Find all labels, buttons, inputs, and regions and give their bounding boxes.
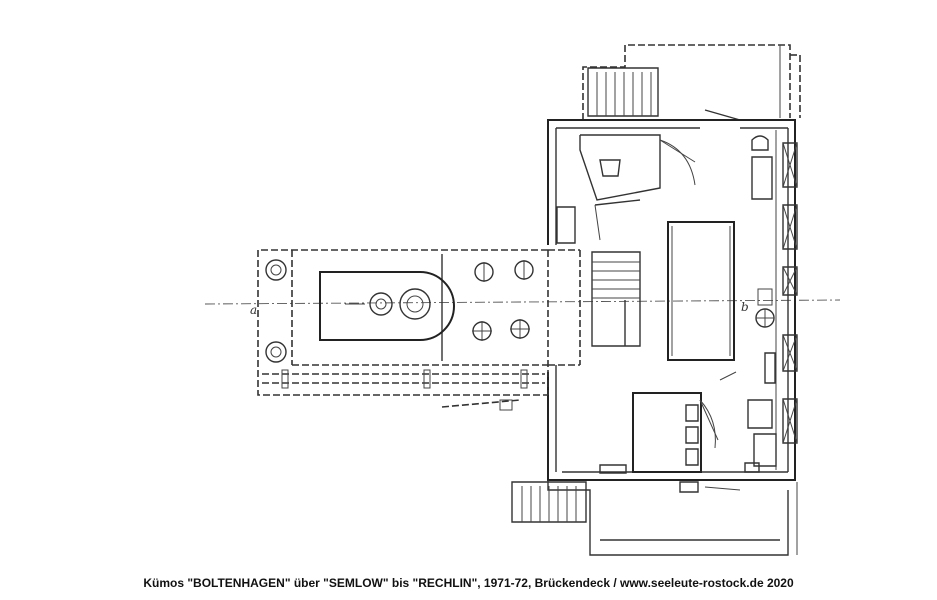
lower-stairs	[512, 482, 586, 522]
lower-cabin	[600, 353, 776, 473]
upper-cabin	[557, 135, 695, 243]
exhaust-block	[320, 272, 454, 340]
front-windows	[783, 143, 797, 443]
upper-stairs	[588, 68, 658, 116]
bridge-deck-plan: a b	[0, 0, 937, 570]
figure-caption: Kümos "BOLTENHAGEN" über "SEMLOW" bis "R…	[143, 576, 794, 590]
toilet-fixture	[600, 160, 620, 176]
funnel-casing	[258, 250, 580, 395]
chart-table	[668, 222, 734, 360]
railing	[262, 370, 545, 410]
lower-open-deck	[548, 480, 797, 555]
section-mark-a: a	[250, 303, 257, 317]
upper-open-deck	[583, 45, 800, 120]
wheelhouse-walls	[548, 120, 795, 480]
section-mark-b: b	[741, 300, 749, 314]
upper-right-console	[752, 136, 772, 199]
steering-stand	[756, 289, 774, 327]
corner-pipes	[266, 260, 286, 362]
ventilator-heads	[472, 260, 533, 341]
inner-stairs	[592, 252, 640, 346]
